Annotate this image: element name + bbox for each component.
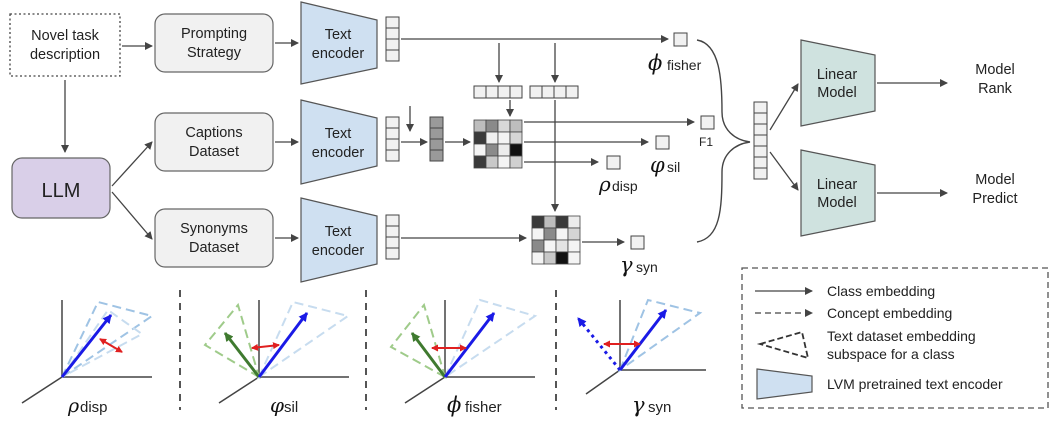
syn-sub: syn	[636, 259, 658, 275]
encoder3-line1: Text	[325, 224, 352, 240]
linear-model-predict: Linear Model	[800, 149, 876, 237]
llm-node: LLM	[11, 157, 111, 219]
synonyms-node: Synonyms Dataset	[154, 208, 274, 268]
embedding-vector-2	[385, 116, 400, 162]
arrow-llm-captions	[111, 141, 153, 187]
disp-symbol: ρ	[598, 172, 611, 196]
legend-subspace-line1: Text dataset embedding	[827, 328, 976, 344]
legend-subspace-line2: subspace for a class	[827, 346, 955, 362]
text-encoder-1: Text encoder	[300, 1, 378, 85]
panel-disp-sub: disp	[80, 399, 108, 416]
captions-line1: Captions	[185, 125, 242, 141]
horizontal-embedding-2	[529, 85, 579, 99]
encoder3-line2: encoder	[312, 243, 365, 259]
disp-score-cell	[606, 155, 621, 170]
embedding-vector-1	[385, 16, 400, 62]
syn-score-cell	[630, 235, 645, 250]
linear-model-rank: Linear Model	[800, 39, 876, 127]
linear2-line2: Model	[817, 195, 857, 211]
panel-fisher: ϕ fisher	[389, 298, 538, 417]
panel-fisher-sub: fisher	[465, 399, 502, 416]
syn-symbol: γ	[620, 253, 633, 277]
disp-sub: disp	[612, 178, 638, 194]
text-encoder-3: Text encoder	[300, 197, 378, 283]
panel-syn: γ syn	[576, 298, 706, 417]
panel-disp-symbol: ρ	[67, 395, 80, 417]
combined-feature-vector	[753, 101, 768, 180]
feature-brace	[696, 39, 751, 243]
linear1-line2: Model	[817, 85, 857, 101]
synonyms-line2: Dataset	[189, 240, 239, 256]
panel-disp: ρ disp	[21, 300, 155, 417]
arrow-llm-synonyms	[111, 191, 153, 240]
arrow-to-linear-2	[769, 151, 799, 191]
synonyms-line1: Synonyms	[180, 221, 248, 237]
panel-sil: φ sil	[203, 300, 351, 417]
panel-syn-sub: syn	[648, 399, 671, 416]
encoder1-line1: Text	[325, 27, 352, 43]
concept-vector	[429, 116, 444, 162]
sil-symbol: φ	[650, 153, 665, 177]
legend: Class embedding Concept embedding Text d…	[741, 267, 1049, 409]
panel-sil-symbol: φ	[270, 393, 284, 417]
model-predict-line1: Model	[975, 172, 1015, 188]
legend-encoder: LVM pretrained text encoder	[827, 376, 1003, 392]
legend-class-embedding: Class embedding	[827, 283, 935, 299]
legend-subspace-icon	[756, 330, 810, 360]
similarity-matrix-1	[473, 119, 523, 169]
sil-score-cell	[655, 135, 670, 150]
prompting-node: Prompting Strategy	[154, 13, 274, 73]
text-encoder-2: Text encoder	[300, 99, 378, 185]
encoder2-line2: encoder	[312, 145, 365, 161]
model-rank-line1: Model	[975, 62, 1015, 78]
linear1-line1: Linear	[817, 67, 857, 83]
prompting-line2: Strategy	[187, 45, 242, 61]
novel-task-node: Novel task description	[9, 13, 121, 77]
legend-concept-embedding: Concept embedding	[827, 305, 952, 321]
encoder2-line1: Text	[325, 126, 352, 142]
embedding-vector-3	[385, 214, 400, 260]
fisher-sub: fisher	[667, 57, 702, 73]
f1-score-cell	[700, 115, 715, 130]
sil-sub: sil	[667, 159, 680, 175]
llm-label: LLM	[42, 180, 81, 202]
legend-encoder-icon	[756, 368, 813, 400]
fisher-symbol: ϕ	[648, 51, 662, 75]
model-predict-line2: Predict	[972, 191, 1017, 207]
panel-fisher-symbol: ϕ	[447, 393, 461, 417]
captions-line2: Dataset	[189, 144, 239, 160]
f1-label: F1	[699, 135, 713, 149]
model-rank-line2: Rank	[978, 81, 1013, 97]
linear2-line1: Linear	[817, 177, 857, 193]
novel-task-line1: Novel task	[31, 28, 99, 44]
novel-task-line2: description	[30, 47, 100, 63]
prompting-line1: Prompting	[181, 26, 247, 42]
panel-syn-symbol: γ	[632, 393, 645, 417]
similarity-matrix-2	[531, 215, 581, 265]
horizontal-embedding-1	[473, 85, 523, 99]
captions-node: Captions Dataset	[154, 112, 274, 172]
fisher-score-cell	[673, 32, 688, 47]
arrow-to-linear-1	[769, 83, 799, 131]
encoder1-line2: encoder	[312, 46, 365, 62]
panel-sil-sub: sil	[284, 399, 298, 416]
